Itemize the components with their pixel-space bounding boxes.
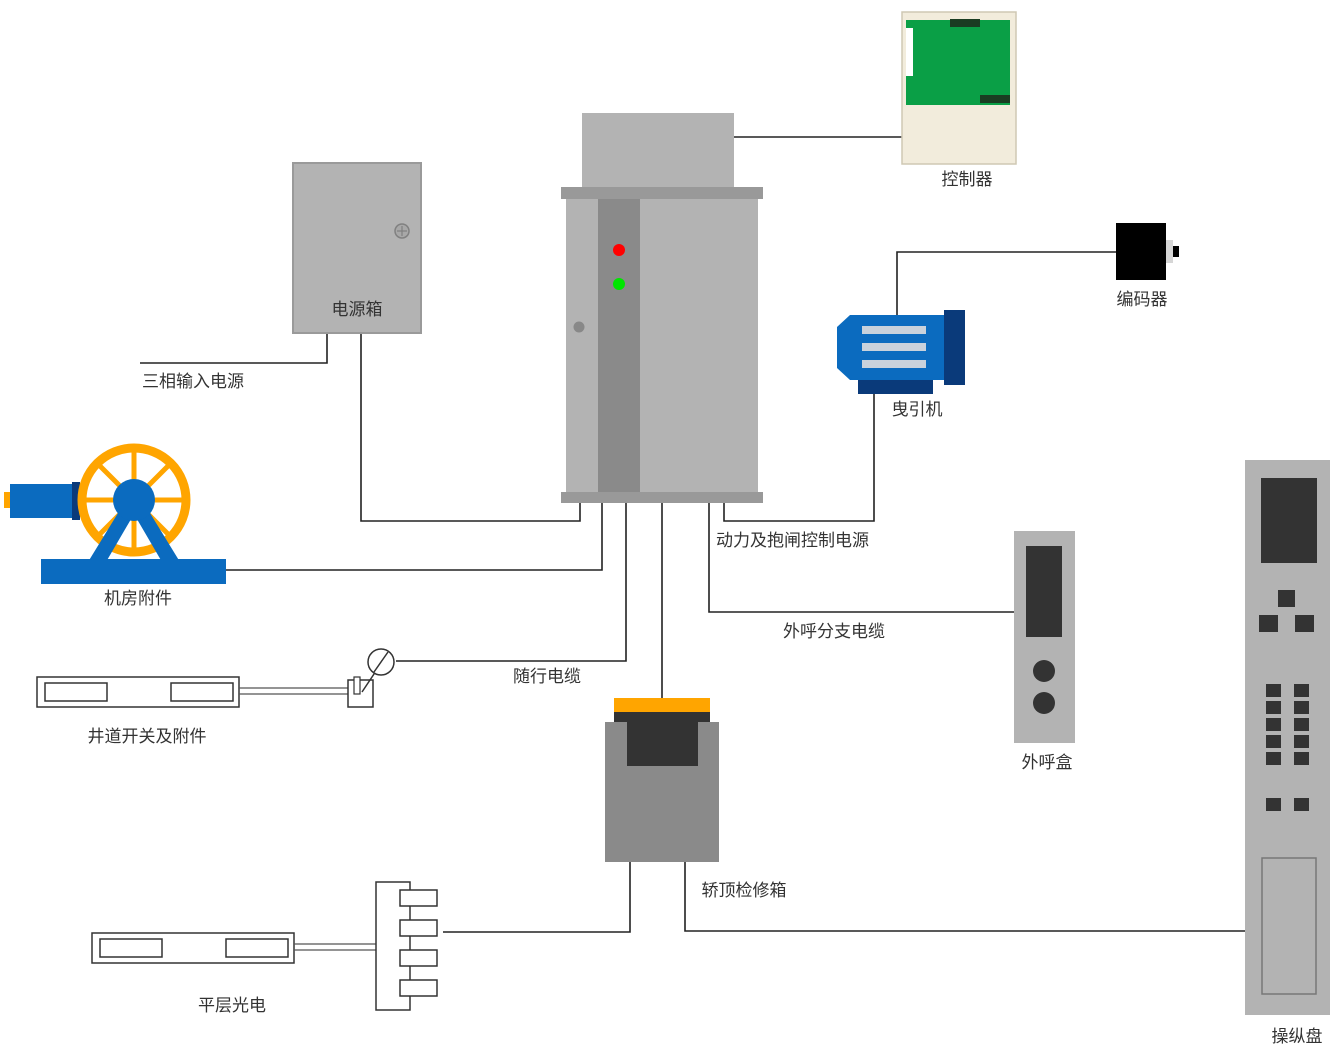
wire-car-panel [684, 862, 1245, 932]
wire-leveling [443, 862, 631, 933]
hoistway-switch [36, 648, 395, 708]
floor-button-grid [1266, 684, 1309, 811]
encoder-body [1116, 223, 1166, 280]
control-cabinet [561, 113, 763, 503]
traction-machine [837, 310, 965, 394]
power-box [292, 162, 422, 334]
label-hall-branch: 外呼分支电缆 [783, 622, 885, 642]
shaft-tip [4, 492, 12, 508]
machine-base [41, 559, 226, 584]
wire-travel-cable [396, 503, 627, 662]
encoder-collar [1166, 240, 1173, 263]
pcb-white-edge [906, 28, 913, 76]
label-hoistway-switch: 井道开关及附件 [88, 727, 207, 747]
cabinet-bottom-rail [561, 492, 763, 503]
label-power-box: 电源箱 [332, 300, 383, 320]
wire-machine-room [226, 503, 603, 571]
car-panel-button-top [1278, 590, 1295, 607]
label-car-top-box: 轿顶检修箱 [702, 881, 787, 901]
green-led-icon [613, 278, 625, 290]
label-controller: 控制器 [942, 170, 993, 190]
pcb-connector-bottom [980, 95, 1010, 103]
label-travel-cable: 随行电缆 [513, 667, 581, 687]
car-panel-button-left [1259, 615, 1278, 632]
hall-call-display [1026, 546, 1062, 637]
controller [901, 11, 1017, 165]
label-encoder: 编码器 [1117, 290, 1168, 310]
car-operating-panel [1245, 460, 1330, 1015]
label-car-panel: 操纵盘 [1272, 1027, 1323, 1047]
motor-fin-1 [862, 326, 926, 334]
leveling-sensor [91, 881, 438, 1011]
encoder [1116, 223, 1179, 280]
label-hall-call-box: 外呼盒 [1022, 753, 1073, 773]
label-machine-room: 机房附件 [104, 589, 172, 609]
label-three-phase: 三相输入电源 [142, 372, 244, 392]
car-panel-lower-door [1261, 857, 1317, 995]
machine-shaft [10, 484, 76, 518]
car-top-panel [627, 712, 698, 766]
label-leveling: 平层光电 [198, 996, 266, 1016]
cabinet-lock-icon [573, 321, 585, 333]
wires [140, 136, 1245, 933]
cabinet-body [566, 199, 758, 493]
sheave-stand [88, 500, 180, 562]
shaft-collar [72, 482, 80, 520]
controller-pcb [906, 20, 1010, 105]
hall-up-button-icon [1033, 660, 1055, 682]
labels: 控制器 电源箱 编码器 三相输入电源 曳引机 动力及抱闸控制电源 机房附件 外呼… [88, 170, 1323, 1047]
cabinet-top-rail [561, 187, 763, 199]
car-panel-button-right [1295, 615, 1314, 632]
red-led-icon [613, 244, 625, 256]
pcb-connector-top [950, 19, 980, 27]
car-top-orange-strip [614, 698, 710, 712]
label-power-brake: 动力及抱闸控制电源 [716, 531, 869, 551]
encoder-shaft [1173, 246, 1179, 257]
wire-three-phase [140, 333, 328, 364]
motor-fin-2 [862, 343, 926, 351]
car-panel-display [1261, 478, 1317, 563]
power-box-body [292, 162, 422, 334]
hall-call-box [1014, 531, 1075, 743]
motor-fin-3 [862, 360, 926, 368]
wire-powerbox-cabinet [360, 333, 581, 522]
hall-down-button-icon [1033, 692, 1055, 714]
wire-power-brake [723, 392, 875, 522]
motor-base [858, 380, 933, 394]
sheave-hub [113, 479, 155, 521]
cabinet-door-strip [598, 199, 640, 493]
wire-hall-branch [708, 503, 1014, 613]
machine-room-accessory [4, 443, 226, 584]
label-traction-machine: 曳引机 [892, 400, 943, 420]
motor-flange [944, 310, 965, 385]
cabinet-top-box [582, 113, 734, 189]
wire-encoder [896, 251, 1117, 315]
car-top-box [605, 698, 719, 862]
